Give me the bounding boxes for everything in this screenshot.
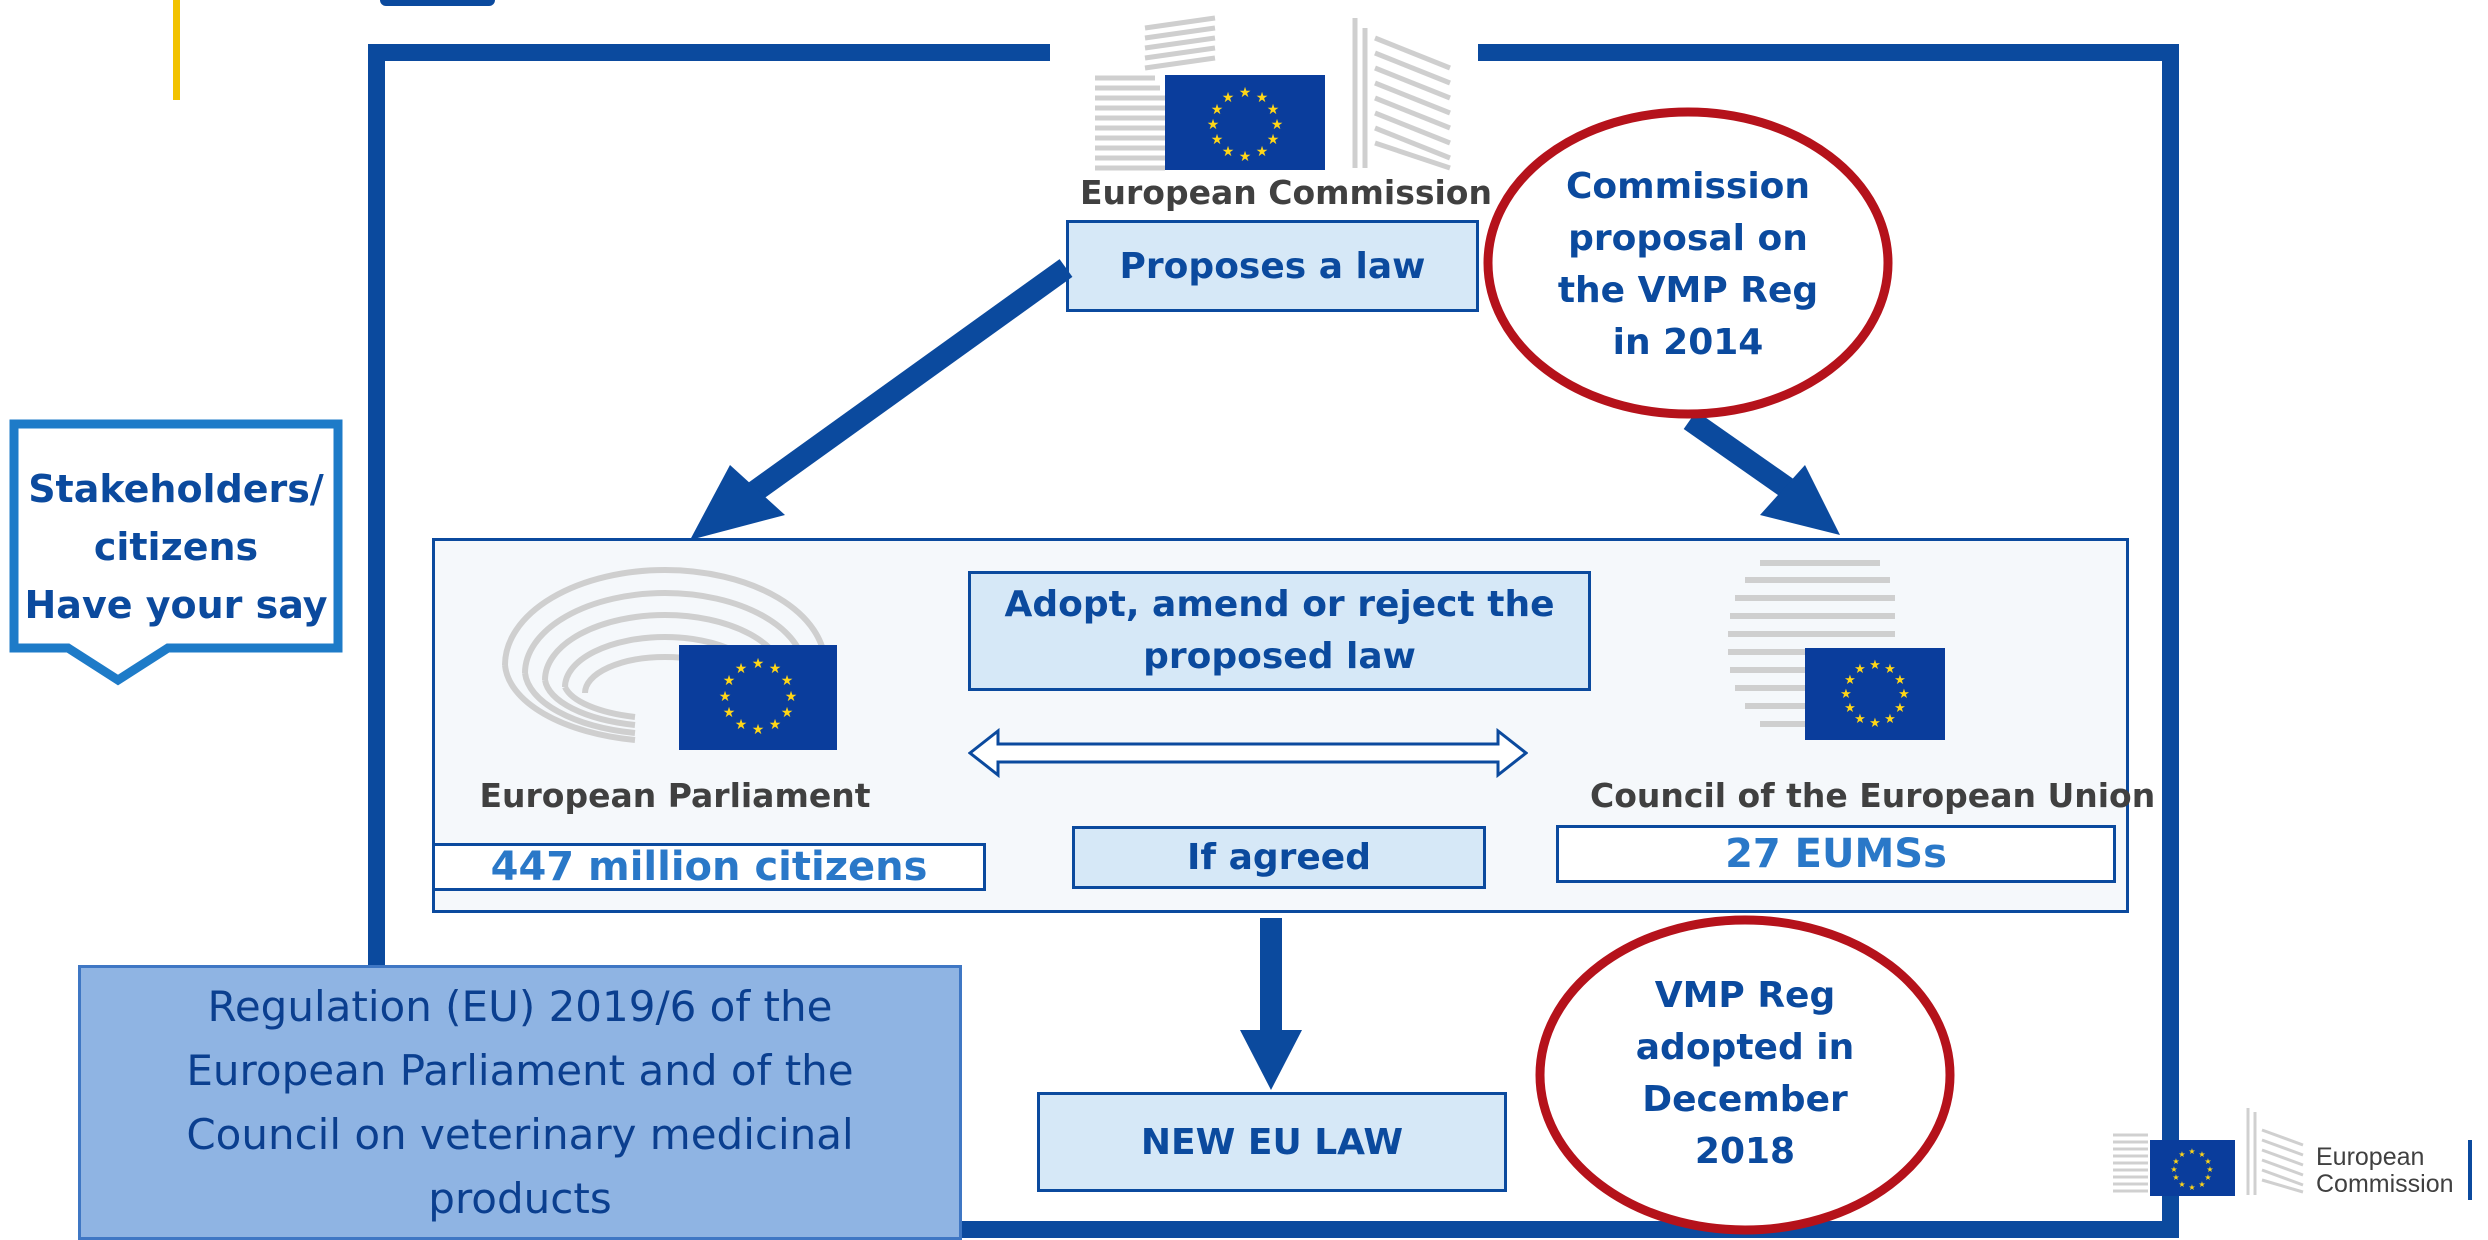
european-commission-logo: ★★★ ★★★ ★★★ ★★★ [1095,15,1451,171]
svg-text:★: ★ [769,717,782,733]
new-eu-law-box: NEW EU LAW [1037,1092,1507,1192]
council-logo: ★★★ ★★★ ★★★ ★★★ [1728,560,1945,740]
svg-text:★: ★ [1844,673,1856,688]
svg-text:★: ★ [1222,144,1235,160]
svg-text:★: ★ [1844,701,1856,716]
oval-top-ring [1483,107,1893,419]
svg-text:★: ★ [1211,132,1224,148]
adopt-amend-reject-box: Adopt, amend or reject the proposed law [968,571,1591,691]
svg-text:★: ★ [785,689,798,705]
arrow-to-new-law-head [1240,1030,1302,1090]
top-left-accent-line [173,0,180,100]
svg-text:★: ★ [2188,1183,2195,1192]
oval-top-text: Commission proposal on the VMP Reg in 20… [1557,166,1819,363]
svg-text:★: ★ [1840,687,1852,702]
footer-commission-logo: ★★★ ★★★ ★★★ ★★★ [2113,1108,2304,1196]
european-parliament-logo: ★★★ ★★★ ★★★ ★★★ [502,567,837,750]
svg-text:★: ★ [2204,1157,2211,1166]
svg-text:★: ★ [1239,85,1252,101]
svg-text:★: ★ [1884,662,1896,677]
oval-bottom-ring [1535,915,1955,1235]
svg-text:★: ★ [1267,132,1280,148]
svg-text:★: ★ [1267,102,1280,118]
svg-text:★: ★ [1898,687,1910,702]
oval-bottom-text: VMP Reg adopted in December 2018 [1635,975,1855,1172]
svg-text:★: ★ [1222,90,1235,106]
arrow-to-parliament-head [690,465,785,540]
svg-text:★: ★ [1894,673,1906,688]
council-label: Council of the European Union [1590,776,2156,815]
svg-text:★: ★ [781,673,794,689]
council-count-box: 27 EUMSs [1556,825,2116,883]
svg-text:★: ★ [1271,117,1284,133]
svg-text:★: ★ [735,717,748,733]
top-left-logo-fragment [380,0,495,6]
svg-text:★: ★ [1207,117,1220,133]
if-agreed-box: If agreed [1072,826,1486,889]
svg-text:★: ★ [1854,662,1866,677]
svg-text:★: ★ [2178,1150,2185,1159]
svg-text:★: ★ [2188,1147,2195,1156]
svg-text:★: ★ [1239,149,1252,165]
svg-text:★: ★ [735,661,748,677]
regulation-box: Regulation (EU) 2019/6 of the European P… [78,965,962,1240]
svg-text:★: ★ [2172,1173,2179,1182]
svg-text:★: ★ [2206,1165,2213,1174]
svg-text:★: ★ [1894,701,1906,716]
svg-text:★: ★ [752,656,765,672]
stakeholders-text: Stakeholders/ citizens Have your say [24,467,328,627]
svg-text:★: ★ [1869,658,1881,673]
svg-text:★: ★ [1884,712,1896,727]
svg-text:★: ★ [719,689,732,705]
svg-text:★: ★ [781,705,794,721]
svg-text:★: ★ [2204,1173,2211,1182]
svg-text:★: ★ [2198,1150,2205,1159]
svg-text:★: ★ [1211,102,1224,118]
svg-text:★: ★ [2170,1165,2177,1174]
svg-text:★: ★ [1256,144,1269,160]
footer-commission-text: European Commission [2316,1143,2454,1198]
svg-text:★: ★ [752,722,765,738]
svg-text:★: ★ [2172,1157,2179,1166]
svg-text:★: ★ [723,705,736,721]
svg-text:★: ★ [2178,1180,2185,1189]
footer-logo-divider [2468,1140,2472,1200]
svg-text:★: ★ [723,673,736,689]
double-arrow [968,728,1528,778]
arrow-to-council [1683,410,1797,500]
parliament-count-box: 447 million citizens [432,843,986,891]
svg-text:★: ★ [2198,1180,2205,1189]
arrow-to-parliament [743,259,1073,504]
commission-label: European Commission [1080,173,1492,212]
proposes-law-box: Proposes a law [1066,220,1479,312]
svg-text:★: ★ [1256,90,1269,106]
parliament-label: European Parliament [479,776,871,815]
svg-text:★: ★ [1869,716,1881,731]
svg-text:★: ★ [769,661,782,677]
svg-text:★: ★ [1854,712,1866,727]
stakeholders-bubble [9,419,343,686]
arrow-to-council-head [1760,465,1840,535]
